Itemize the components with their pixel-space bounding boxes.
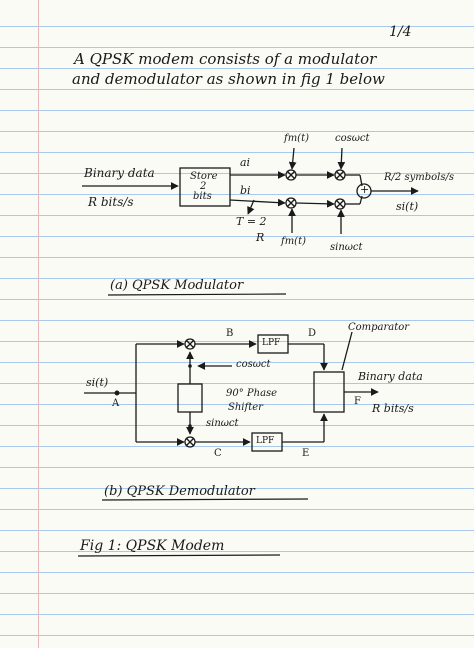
- fm-top-label: fm(t): [284, 133, 310, 144]
- bi-label: bi: [240, 184, 251, 197]
- comparator-label: Comparator: [348, 322, 410, 333]
- mod-output-rate: R/2 symbols/s: [384, 172, 454, 183]
- point-f-label: F: [354, 396, 361, 407]
- point-a-label: A: [112, 398, 120, 409]
- demod-input-label: si(t): [86, 376, 109, 389]
- mod-rate-label: R bits/s: [88, 195, 134, 209]
- mod-sin-label: sinωct: [330, 242, 363, 253]
- store-block-text-1: Store: [190, 171, 218, 182]
- demod-output-rate: R bits/s: [372, 402, 414, 415]
- demod-output-label: Binary data: [358, 370, 423, 383]
- intro-line-2: and demodulator as shown in fig 1 below: [72, 70, 385, 88]
- phase-shifter-label-1: 90° Phase: [226, 388, 278, 399]
- phase-shifter-label-2: Shifter: [228, 402, 263, 413]
- figure-caption: Fig 1: QPSK Modem: [80, 538, 225, 554]
- mod-cos-label: cosωct: [335, 133, 370, 144]
- t-label: T = 2: [236, 215, 267, 228]
- lpf-bottom-label: LPF: [256, 436, 275, 446]
- intro-line-1: A QPSK modem consists of a modulator: [74, 50, 377, 68]
- fm-bottom-label: fm(t): [281, 236, 307, 247]
- point-c-label: C: [214, 448, 222, 459]
- ai-label: ai: [240, 156, 251, 169]
- t-denominator: R: [256, 231, 265, 244]
- page-number: 1/4: [389, 24, 412, 40]
- summer-symbol: +: [360, 183, 370, 196]
- point-d-label: D: [308, 328, 317, 339]
- point-b-label: B: [226, 328, 234, 339]
- store-block-text-3: bits: [193, 191, 212, 202]
- point-e-label: E: [302, 448, 310, 459]
- margin-line: [38, 0, 39, 648]
- demodulator-caption: (b) QPSK Demodulator: [104, 484, 255, 499]
- store-block-text-2: 2: [200, 181, 207, 192]
- lpf-top-label: LPF: [262, 338, 281, 348]
- demod-cos-label: cosωct: [236, 359, 271, 370]
- mod-input-label: Binary data: [84, 166, 155, 180]
- modulator-caption: (a) QPSK Modulator: [110, 278, 244, 293]
- demod-sin-label: sinωct: [206, 418, 239, 429]
- mod-output-signal: si(t): [396, 200, 419, 213]
